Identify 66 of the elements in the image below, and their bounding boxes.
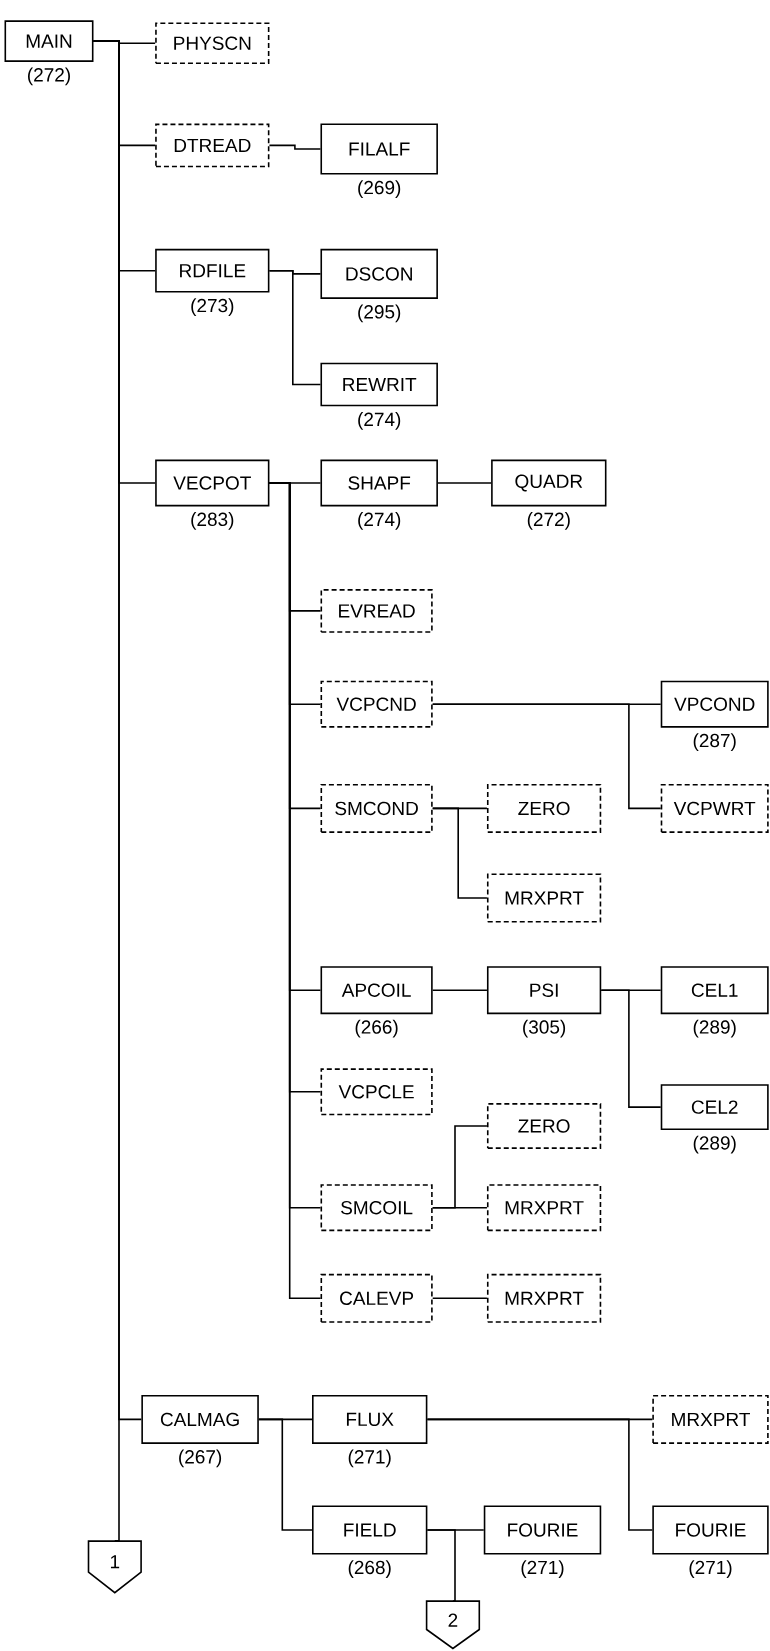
connector-line bbox=[437, 482, 492, 484]
routine-box: ZERO bbox=[486, 783, 602, 833]
routine-box: MRXPRT bbox=[486, 1184, 602, 1232]
connector-line bbox=[426, 1529, 456, 1602]
connector-line bbox=[92, 40, 120, 1542]
routine-box: FOURIE bbox=[483, 1505, 602, 1555]
reference-number: (272) bbox=[527, 512, 570, 530]
routine-box: REWRIT bbox=[320, 362, 438, 407]
routine-box: MRXPRT bbox=[652, 1394, 769, 1444]
connector-line bbox=[431, 1297, 488, 1300]
routine-box: PHYSCN bbox=[155, 22, 270, 64]
reference-number: (271) bbox=[521, 1560, 564, 1578]
reference-number: (266) bbox=[355, 1019, 398, 1038]
routine-box: CEL2 bbox=[660, 1084, 769, 1130]
connector-line bbox=[431, 807, 488, 899]
off-page-connector: 2 bbox=[425, 1600, 481, 1650]
connector-line bbox=[431, 1206, 488, 1209]
reference-number: (274) bbox=[358, 412, 401, 430]
off-page-connector: 1 bbox=[87, 1540, 142, 1594]
routine-box: VPCOND bbox=[660, 680, 769, 728]
routine-box: DTREAD bbox=[155, 123, 270, 168]
reference-number: (269) bbox=[358, 180, 401, 198]
reference-number: (267) bbox=[179, 1449, 222, 1468]
reference-number: (289) bbox=[693, 1135, 736, 1154]
routine-box: CALMAG bbox=[141, 1394, 259, 1444]
routine-box: VECPOT bbox=[155, 459, 270, 507]
reference-number: (273) bbox=[191, 298, 234, 316]
routine-box: EVREAD bbox=[320, 589, 433, 633]
reference-number: (268) bbox=[348, 1560, 391, 1578]
reference-number: (295) bbox=[358, 304, 401, 323]
routine-box: VCPWRT bbox=[660, 783, 769, 833]
routine-box: MRXPRT bbox=[486, 1273, 602, 1323]
routine-box: VCPCLE bbox=[320, 1068, 433, 1116]
routine-box: QUADR bbox=[491, 459, 607, 507]
routine-box: FILALF bbox=[320, 123, 438, 175]
reference-number: (274) bbox=[358, 512, 401, 530]
connector-line bbox=[426, 1418, 654, 1531]
routine-box: FIELD bbox=[312, 1505, 428, 1555]
routine-box: FLUX bbox=[312, 1394, 428, 1444]
reference-number: (272) bbox=[28, 67, 70, 86]
connector-line bbox=[268, 269, 322, 386]
routine-box: APCOIL bbox=[320, 966, 433, 1015]
routine-box: SMCOIL bbox=[320, 1184, 433, 1232]
reference-number: (305) bbox=[523, 1019, 566, 1038]
routine-box: CALEVP bbox=[320, 1273, 433, 1323]
routine-box: SHAPF bbox=[320, 459, 438, 507]
reference-number: (283) bbox=[191, 512, 234, 530]
routine-box: PSI bbox=[486, 966, 602, 1015]
reference-number: (287) bbox=[693, 733, 736, 751]
routine-box: ZERO bbox=[486, 1103, 602, 1149]
reference-number: (271) bbox=[348, 1449, 391, 1468]
connector-line bbox=[600, 989, 662, 1108]
reference-number: (289) bbox=[693, 1019, 736, 1038]
routine-box: FOURIE bbox=[652, 1505, 769, 1555]
connector-line bbox=[431, 989, 488, 991]
routine-box: MAIN bbox=[4, 20, 94, 62]
connector-line bbox=[268, 144, 322, 150]
connector-line bbox=[431, 703, 662, 810]
routine-box: SMCOND bbox=[320, 783, 433, 833]
routine-box: VCPCND bbox=[320, 680, 433, 728]
routine-box: MRXPRT bbox=[486, 873, 602, 923]
connector-line bbox=[258, 1418, 313, 1531]
routine-box: CEL1 bbox=[660, 966, 769, 1015]
routine-box: RDFILE bbox=[155, 248, 270, 293]
reference-number: (271) bbox=[689, 1560, 732, 1578]
routine-box: DSCON bbox=[320, 248, 438, 299]
